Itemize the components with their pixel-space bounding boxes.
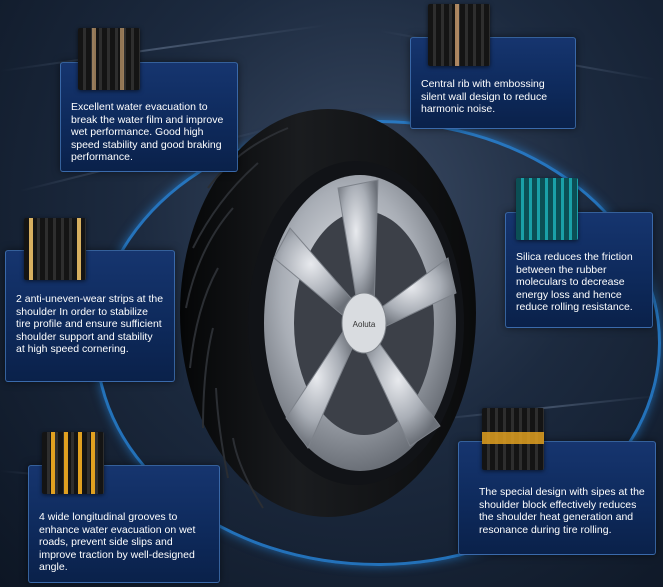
tread-pattern-icon	[516, 178, 578, 240]
feature-text: 4 wide longitudinal grooves to enhance w…	[39, 511, 196, 573]
tread-pattern-icon	[482, 408, 544, 470]
tread-pattern-icon	[428, 4, 490, 66]
tread-pattern-icon	[78, 28, 140, 90]
feature-text: Silica reduces the friction between the …	[516, 251, 633, 313]
feature-text: Excellent water evacuation to break the …	[71, 101, 224, 163]
tread-pattern-icon	[42, 432, 104, 494]
feature-card-anti-wear-strips: 2 anti-uneven-wear strips at the shoulde…	[5, 250, 175, 382]
feature-text: Central rib with embossing silent wall d…	[421, 78, 548, 115]
feature-card-silica: Silica reduces the friction between the …	[505, 212, 653, 328]
tire-image: Aoluta	[180, 109, 476, 517]
feature-card-longitudinal-grooves: 4 wide longitudinal grooves to enhance w…	[28, 465, 220, 583]
tread-pattern-icon	[24, 218, 86, 280]
feature-card-central-rib: Central rib with embossing silent wall d…	[410, 37, 576, 129]
feature-text: The special design with sipes at the sho…	[479, 486, 645, 536]
feature-text: 2 anti-uneven-wear strips at the shoulde…	[16, 293, 164, 355]
brand-cap: Aoluta	[353, 320, 376, 329]
